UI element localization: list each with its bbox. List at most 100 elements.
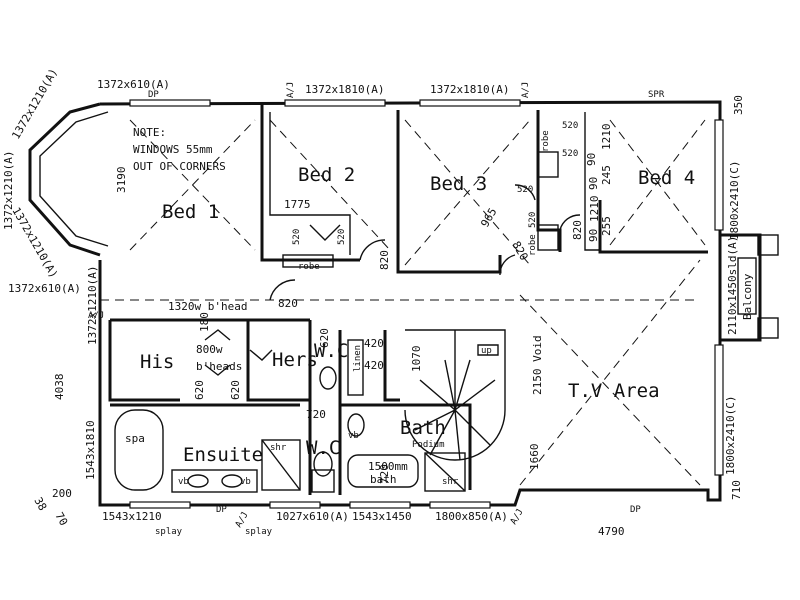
fixtures [114, 151, 559, 493]
label-splay-1: splay [155, 527, 183, 537]
window-left-4: 1372x610(A) [8, 282, 81, 295]
label-heads-800: 800w [196, 343, 223, 356]
window-top-3: 1372x1810(A) [430, 83, 509, 96]
dim-70: 70 [52, 510, 70, 528]
window-right-2: 2110x1450sld(A) [726, 236, 739, 335]
dim-38: 38 [31, 495, 49, 513]
label-vb-3: vb [348, 431, 359, 441]
dim-420-b: 420 [364, 359, 384, 372]
dim-820-a: 820 [378, 250, 391, 270]
dim-90-c: 90 [587, 229, 600, 242]
label-aj-3: A/J [88, 311, 104, 321]
room-bed4: Bed 4 [638, 167, 695, 189]
window-note: NOTE: WINDOWS 55mm OUT OF CORNERS [133, 126, 226, 173]
window-top-1: 1372x610(A) [97, 78, 170, 91]
dim-720-b: 720 [378, 464, 391, 484]
window-left-6: 1543x1810 [84, 420, 97, 480]
dim-620-c: 620 [318, 328, 331, 348]
window-right-1: 1800x2410(C) [728, 161, 741, 240]
label-bhead-1320: 1320w b'head [168, 300, 247, 313]
room-bed1: Bed 1 [162, 201, 219, 223]
window-bottom-4: 1800x850(A) [435, 510, 508, 523]
dim-620-b: 620 [229, 380, 242, 400]
room-his: His [140, 351, 174, 373]
room-wc2: W.C [306, 437, 340, 459]
misc-labels: robe robe robe linen spa shr shr vb vb v… [88, 82, 665, 537]
room-balcony: Balcony [741, 273, 754, 320]
note-line-1: NOTE: [133, 126, 166, 139]
label-shr-2: shr [442, 477, 459, 487]
window-right-3: 1800x2410(C) [724, 396, 737, 475]
room-ensuite: Ensuite [183, 444, 263, 466]
window-left-5: 1372x1210(A) [86, 266, 99, 345]
dim-720-a: 720 [306, 408, 326, 421]
label-bheads: b'heads [196, 360, 242, 373]
label-bath-word: bath [370, 473, 397, 486]
dim-255: 255 [600, 216, 613, 236]
room-bed3: Bed 3 [430, 173, 487, 195]
room-tv-area: T.V Area [568, 380, 660, 402]
label-robe-1: robe [298, 262, 320, 272]
room-wc1: W.C [314, 340, 348, 362]
dim-1210-a: 1210 [600, 124, 613, 151]
label-aj-2: A/J [521, 82, 531, 98]
label-vb-1: vb [178, 477, 189, 487]
label-vb-2: vb [240, 477, 251, 487]
dim-520-f: 520 [528, 212, 538, 228]
label-aj-5: A/J [509, 507, 526, 526]
label-aj-1: A/J [286, 82, 296, 98]
dim-820-b: 820 [278, 297, 298, 310]
dim-420-a: 420 [364, 337, 384, 350]
label-spa: spa [125, 432, 145, 445]
door-swings [204, 184, 581, 376]
dim-180: 180 [198, 312, 211, 332]
dim-520-d: 520 [562, 149, 578, 159]
room-hers: Hers [272, 349, 318, 371]
label-shr-1: shr [270, 443, 287, 453]
dim-520-a: 520 [292, 229, 302, 245]
dim-1070: 1070 [410, 346, 423, 373]
window-left-3: 1372x1210(A) [9, 205, 60, 280]
label-dp-1: DP [148, 90, 159, 100]
dim-3190: 3190 [115, 167, 128, 194]
dim-350: 350 [732, 95, 745, 115]
label-void: 2150 Void [531, 335, 544, 395]
label-stair-up: up [481, 346, 492, 356]
label-spr: SPR [648, 90, 665, 100]
window-left-2: 1372x1210(A) [2, 151, 15, 230]
note-line-2: WINDOWS 55mm [133, 143, 213, 156]
walls [28, 100, 779, 507]
dashed-lines [100, 119, 706, 486]
dim-4790: 4790 [598, 525, 625, 538]
dim-520-b: 520 [337, 229, 347, 245]
label-dp-3: DP [630, 505, 641, 515]
label-podium: Podium [412, 440, 445, 450]
window-bottom-3: 1543x1450 [352, 510, 412, 523]
room-bed2: Bed 2 [298, 164, 355, 186]
dim-4038: 4038 [53, 374, 66, 401]
dim-620-a: 620 [193, 380, 206, 400]
dim-200: 200 [52, 487, 72, 500]
label-bath-size: 1500mm [368, 460, 408, 473]
dim-520-e: 520 [517, 185, 533, 195]
dimension-labels: 3190 1775 520 520 820 820 820 820 965 52… [31, 95, 745, 538]
note-line-3: OUT OF CORNERS [133, 160, 226, 173]
label-robe-2: robe [541, 130, 551, 152]
window-bottom-1: 1543x1210 [102, 510, 162, 523]
room-labels: Bed 1 Bed 2 Bed 3 Bed 4 His Hers W.C W.C… [140, 164, 754, 466]
dim-1775: 1775 [284, 198, 311, 211]
windows [129, 99, 724, 509]
dim-1660: 1660 [528, 444, 541, 471]
dim-1210-b: 1210 [588, 196, 601, 223]
window-bottom-2: 1027x610(A) [276, 510, 349, 523]
label-linen: linen [353, 345, 363, 372]
window-top-2: 1372x1810(A) [305, 83, 384, 96]
dim-520-c: 520 [562, 121, 578, 131]
dim-710: 710 [730, 480, 743, 500]
dim-820-d: 820 [571, 220, 584, 240]
room-bath: Bath [400, 417, 446, 439]
dim-90-b: 90 [587, 177, 600, 190]
label-splay-2: splay [245, 527, 273, 537]
dim-90-a: 90 [585, 153, 598, 166]
